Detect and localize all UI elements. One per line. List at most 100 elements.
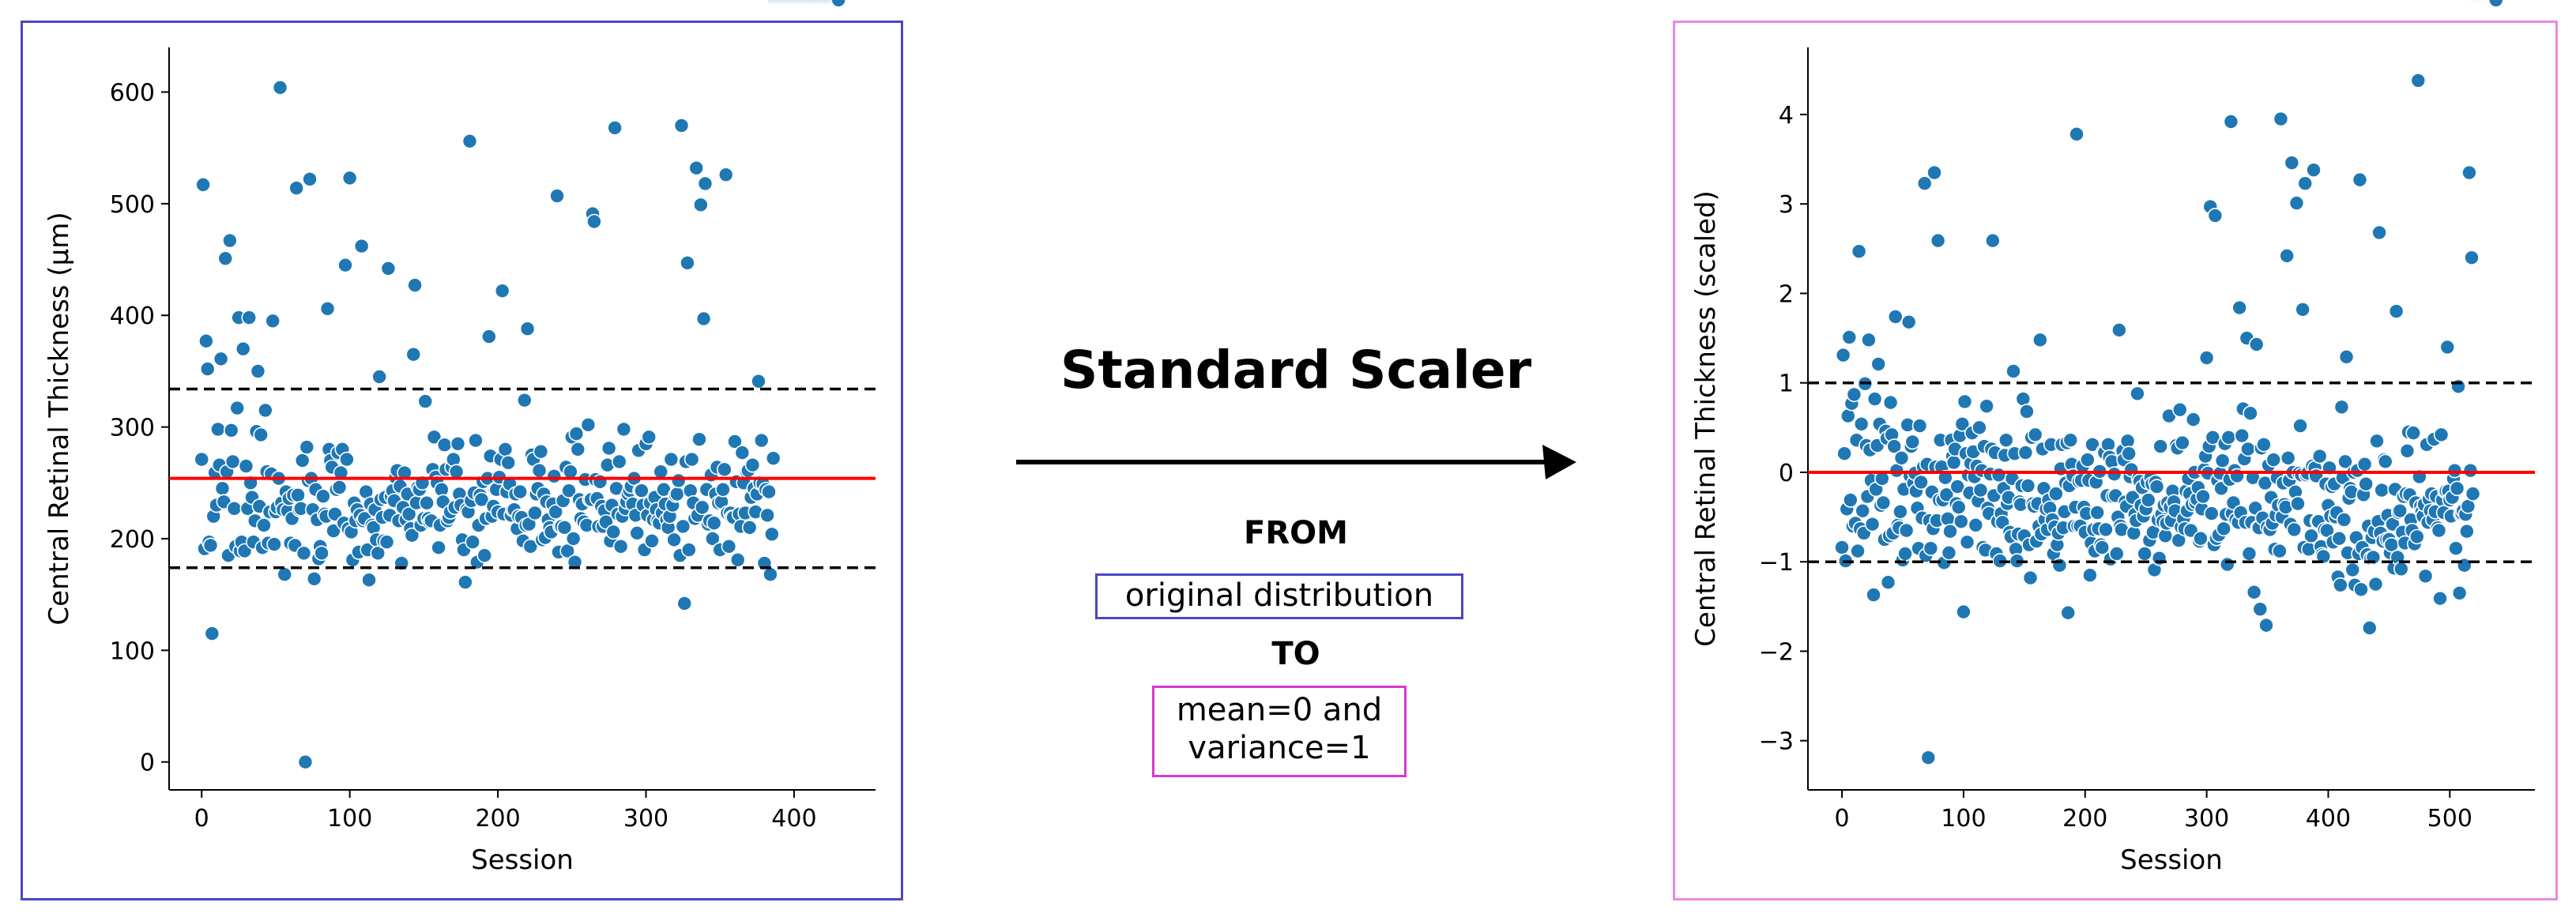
data-point: [2377, 453, 2393, 470]
data-point: [2022, 570, 2039, 586]
data-point: [676, 596, 693, 611]
data-point: [2094, 539, 2111, 555]
data-point: [2288, 195, 2305, 211]
data-point: [2393, 561, 2409, 577]
data-point: [297, 754, 314, 770]
data-point: [533, 443, 549, 460]
data-point: [238, 458, 254, 474]
data-point: [1949, 479, 1966, 494]
data-point: [2465, 486, 2481, 502]
data-point: [2356, 456, 2373, 472]
y-axis-title: Central Retinal Thickness (scaled): [1690, 190, 1722, 647]
data-point: [565, 531, 582, 547]
data-point: [339, 451, 355, 468]
data-point: [2062, 432, 2079, 448]
data-point: [380, 261, 397, 276]
y-tick-label: −1: [1759, 549, 1794, 577]
data-point: [761, 483, 777, 500]
data-point: [1923, 540, 1939, 557]
data-point: [2297, 175, 2314, 191]
data-point: [2130, 385, 2145, 402]
data-point: [548, 504, 563, 520]
data-point: [2388, 303, 2405, 319]
data-point: [2279, 248, 2295, 264]
data-point: [2303, 528, 2319, 544]
right-arrow-icon: [1016, 445, 1576, 479]
data-point: [2223, 114, 2239, 130]
data-point: [601, 440, 617, 457]
data-point: [458, 574, 473, 590]
data-point: [580, 416, 597, 433]
data-point: [715, 481, 731, 498]
y-tick-label: −2: [1759, 638, 1794, 666]
data-point: [223, 423, 239, 438]
data-point: [2280, 450, 2296, 466]
data-point: [512, 483, 528, 500]
data-point: [465, 534, 481, 550]
original-distribution-box: original distribution: [1095, 573, 1463, 619]
data-point: [2306, 162, 2322, 178]
data-point: [253, 427, 269, 443]
data-point: [195, 177, 211, 193]
right-chart-panel: [1673, 21, 2558, 900]
data-point: [2248, 336, 2265, 352]
data-point: [288, 180, 304, 196]
data-point: [2432, 590, 2448, 607]
data-point: [250, 363, 266, 379]
data-point: [1990, 467, 2007, 483]
data-point: [2241, 546, 2258, 562]
data-point: [2111, 322, 2127, 338]
data-point: [1897, 546, 1913, 562]
data-point: [2185, 412, 2201, 427]
data-point: [644, 532, 660, 549]
data-point: [217, 250, 234, 266]
data-point: [691, 431, 707, 447]
data-point: [194, 451, 210, 468]
y-axis-title: Central Retinal Thickness (µm): [43, 212, 75, 625]
data-point: [717, 461, 733, 478]
data-point: [2214, 453, 2231, 469]
data-point: [1882, 394, 1899, 411]
data-point: [2272, 543, 2288, 559]
data-point: [727, 434, 743, 449]
data-point: [830, 0, 846, 8]
data-point: [204, 626, 220, 641]
data-point: [2195, 488, 2211, 505]
data-point: [2193, 530, 2209, 547]
data-point: [2005, 363, 2021, 379]
data-point: [2433, 427, 2450, 443]
data-point: [2140, 492, 2156, 508]
left-chart-panel: [21, 21, 903, 900]
y-tick-label: −3: [1759, 728, 1794, 756]
data-point: [1938, 487, 1955, 503]
data-point: [2337, 453, 2353, 470]
x-tick-label: 200: [475, 805, 520, 833]
data-point: [476, 547, 493, 563]
data-point: [605, 524, 622, 540]
data-point: [2048, 486, 2064, 502]
data-point: [2106, 466, 2122, 483]
from-label: FROM: [1244, 515, 1348, 551]
data-point: [1855, 502, 1871, 519]
data-point: [693, 197, 709, 213]
data-point: [2449, 480, 2465, 497]
data-point: [2358, 476, 2374, 492]
data-point: [2032, 332, 2048, 348]
data-point: [681, 542, 697, 558]
data-point: [1866, 587, 1881, 603]
data-point: [2448, 540, 2464, 557]
data-point: [2108, 546, 2125, 562]
data-point: [519, 321, 536, 337]
data-point: [361, 572, 377, 588]
data-point: [2367, 576, 2384, 592]
data-point: [337, 257, 353, 273]
x-tick-label: 400: [771, 805, 816, 833]
data-point: [2243, 405, 2258, 422]
data-point: [265, 313, 281, 329]
data-point: [706, 515, 722, 531]
data-point: [2240, 441, 2256, 457]
data-point: [741, 520, 758, 536]
data-point: [2487, 0, 2504, 8]
data-point: [199, 361, 216, 377]
